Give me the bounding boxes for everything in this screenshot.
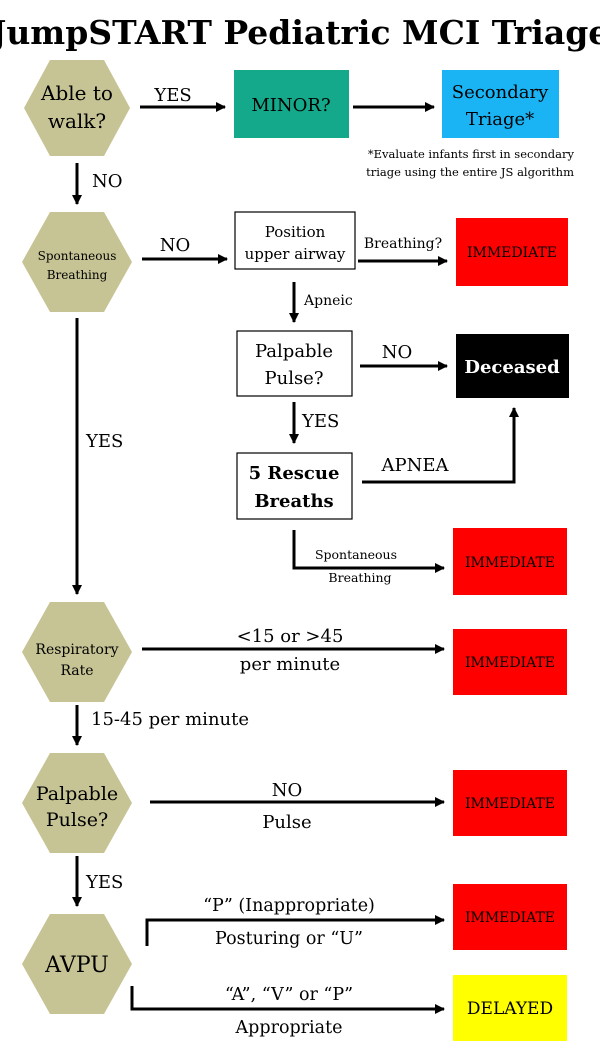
position-airway-box	[234, 211, 356, 270]
delayed-box	[453, 975, 567, 1041]
hexagon-respiratory-rate-label-1: Respiratory	[35, 642, 118, 658]
rescue-breaths-label-1: 5 Rescue	[249, 463, 340, 484]
immediate-box-1-label: IMMEDIATE	[467, 245, 557, 261]
hexagon-able-to-walk-label-2: walk?	[48, 109, 106, 133]
hexagon-able-to-walk-label-1: Able to	[40, 81, 113, 105]
label-rr-abnormal-2: per minute	[240, 654, 340, 675]
immediate-box-1	[456, 218, 568, 286]
minor-box-label: MINOR?	[251, 95, 330, 116]
rescue-breaths-box	[236, 452, 353, 520]
label-spontaneous-2: Breathing	[328, 570, 391, 585]
hexagon-palpable-pulse-label-1: Palpable	[36, 783, 118, 805]
label-p-inappropriate-1: “P” (Inappropriate)	[203, 896, 375, 916]
arrow-spontaneous-immediate	[292, 530, 445, 573]
label-pulse2-yes: YES	[85, 872, 123, 893]
label-spontaneous-1: Spontaneous	[315, 547, 397, 562]
arrow-avpu-delayed	[130, 986, 445, 1014]
immediate-box-4-label: IMMEDIATE	[465, 796, 555, 812]
rescue-breaths-label-2: Breaths	[254, 491, 333, 512]
label-walk-no: NO	[92, 171, 123, 192]
hexagon-respiratory-rate	[22, 602, 132, 702]
label-p-inappropriate-2: Posturing or “U”	[215, 929, 363, 949]
arrow-avpu-immediate	[145, 915, 445, 946]
hexagon-spontaneous-breathing-label-1: Spontaneous	[38, 249, 117, 263]
palpable-pulse-box-label-2: Pulse?	[264, 368, 323, 389]
label-pulse1-yes: YES	[301, 411, 339, 432]
immediate-box-2-label: IMMEDIATE	[465, 555, 555, 571]
arrow-apnea-deceased	[362, 407, 519, 484]
deceased-box-label: Deceased	[464, 357, 560, 378]
hexagon-palpable-pulse-label-2: Pulse?	[46, 809, 108, 831]
immediate-box-5	[453, 884, 567, 950]
label-apneic: Apneic	[303, 293, 353, 309]
label-breathing-question: Breathing?	[364, 236, 442, 252]
label-rr-normal: 15-45 per minute	[91, 709, 249, 730]
hexagon-avpu	[22, 914, 132, 1014]
hexagon-respiratory-rate-label-2: Rate	[60, 663, 93, 679]
label-pulse2-no-1: NO	[272, 780, 303, 801]
hexagon-palpable-pulse	[22, 753, 132, 853]
deceased-box	[456, 334, 569, 398]
hexagon-spontaneous-breathing	[22, 212, 132, 312]
label-rr-abnormal-1: <15 or >45	[237, 626, 344, 647]
delayed-box-label: DELAYED	[467, 999, 553, 1019]
secondary-triage-box	[442, 70, 559, 138]
label-spont-no: NO	[160, 235, 191, 256]
hexagon-spontaneous-breathing-label-2: Breathing	[47, 268, 108, 282]
hexagon-avpu-label: AVPU	[44, 953, 109, 978]
footnote-line-1: *Evaluate infants first in secondary	[368, 147, 575, 161]
secondary-triage-label-2: Triage*	[466, 109, 534, 130]
hexagon-able-to-walk	[24, 60, 130, 156]
minor-box	[234, 70, 349, 138]
palpable-pulse-box-label-1: Palpable	[255, 341, 333, 362]
position-airway-label-2: upper airway	[245, 245, 346, 263]
immediate-box-3-label: IMMEDIATE	[465, 655, 555, 671]
palpable-pulse-box	[236, 330, 353, 397]
secondary-triage-label-1: Secondary	[452, 82, 549, 103]
immediate-box-2	[453, 528, 567, 595]
position-airway-label-1: Position	[265, 223, 326, 241]
label-apnea: APNEA	[381, 455, 450, 476]
label-walk-yes: YES	[153, 85, 191, 106]
page-title: JumpSTART Pediatric MCI Triage	[0, 13, 600, 52]
immediate-box-3	[453, 629, 567, 695]
label-avp-appropriate-1: “A”, “V” or “P”	[225, 985, 353, 1005]
label-pulse2-no-2: Pulse	[262, 812, 311, 833]
footnote-line-2: triage using the entire JS algorithm	[366, 165, 574, 179]
label-pulse1-no: NO	[382, 342, 413, 363]
label-avp-appropriate-2: Appropriate	[235, 1018, 343, 1038]
immediate-box-5-label: IMMEDIATE	[465, 910, 555, 926]
label-spont-yes: YES	[85, 431, 123, 452]
immediate-box-4	[453, 770, 567, 836]
